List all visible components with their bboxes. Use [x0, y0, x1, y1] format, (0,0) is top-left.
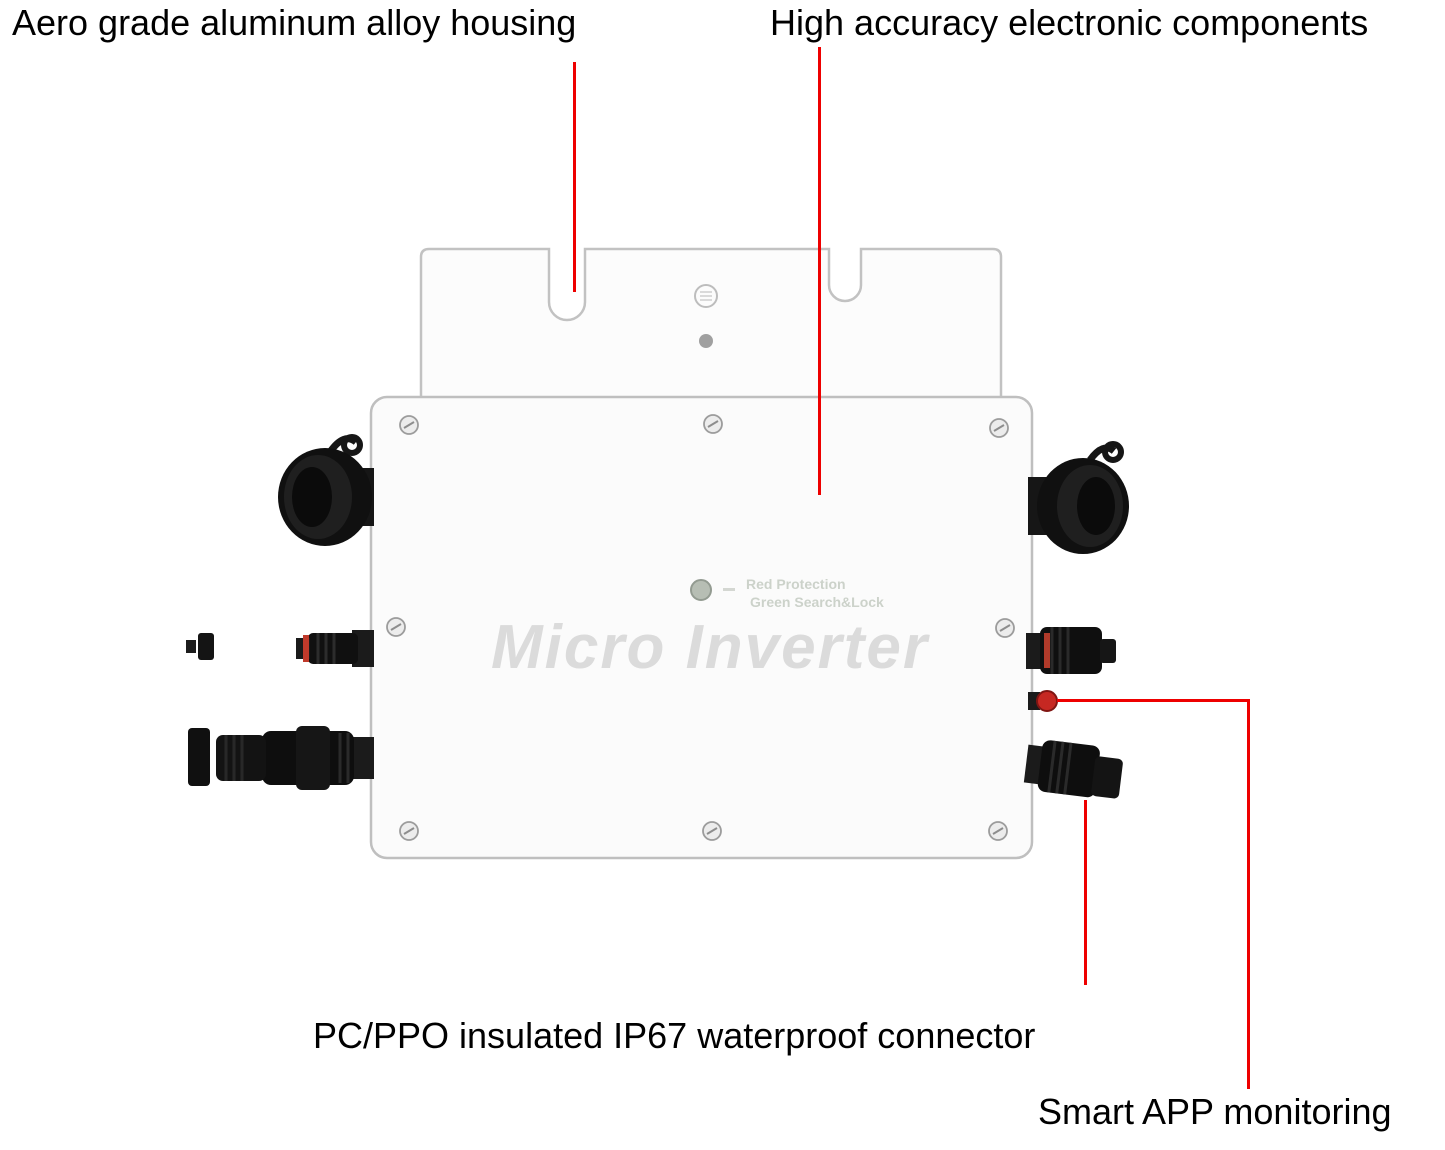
mc4-tip-piece [188, 728, 210, 786]
inverter-housing [369, 395, 1034, 860]
plate-screw-hole [694, 284, 718, 308]
leader-line-app-horizontal [1057, 699, 1250, 702]
callout-components-label: High accuracy electronic components [770, 2, 1369, 43]
leader-line-app-vertical [1247, 699, 1250, 1089]
callout-waterproof-connector-label: PC/PPO insulated IP67 waterproof connect… [313, 1015, 1036, 1056]
right-round-connector [1028, 441, 1129, 554]
mounting-plate [419, 247, 1003, 401]
leader-line-connector [1084, 800, 1087, 985]
smart-app-button [1028, 690, 1058, 712]
callout-smart-app-label: Smart APP monitoring [1038, 1091, 1392, 1132]
watermark-text: Micro Inverter [491, 613, 930, 682]
left-lower-mc4-connector [188, 726, 374, 790]
leader-line-components [818, 47, 821, 495]
led-caption-line1: Red Protection [746, 576, 846, 592]
mc4-tip-piece [198, 633, 214, 660]
status-led: Red Protection Green Search&Lock [690, 576, 884, 610]
led-caption-line2: Green Search&Lock [750, 594, 884, 610]
plate-dot [699, 334, 713, 348]
red-seal-band [1044, 633, 1050, 668]
left-upper-mc4-connector [186, 630, 374, 667]
callout-housing-label: Aero grade aluminum alloy housing [12, 2, 577, 43]
right-upper-mc4-connector [1026, 627, 1116, 674]
red-seal-band [303, 635, 309, 662]
left-round-connector [278, 434, 374, 546]
right-lower-mc4-connector [1023, 740, 1123, 799]
leader-line-housing [573, 62, 576, 292]
